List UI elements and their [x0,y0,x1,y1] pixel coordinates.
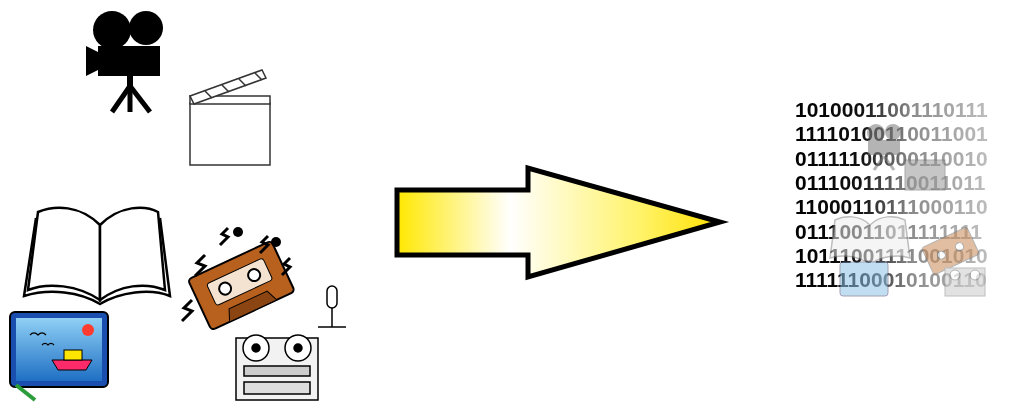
conversion-arrow [397,168,720,277]
cassette [182,227,295,330]
clapperboard [190,70,270,165]
binary-digits: 10100011001110111 [795,98,988,122]
reel-to-reel-recorder [236,335,318,400]
open-book [24,208,170,304]
movie-camera [86,11,163,112]
binary-digits: 11000110111000110 [795,195,988,219]
microphone [318,286,346,327]
painting [10,312,108,400]
binary-digits: 01110011110011011 [795,171,985,195]
